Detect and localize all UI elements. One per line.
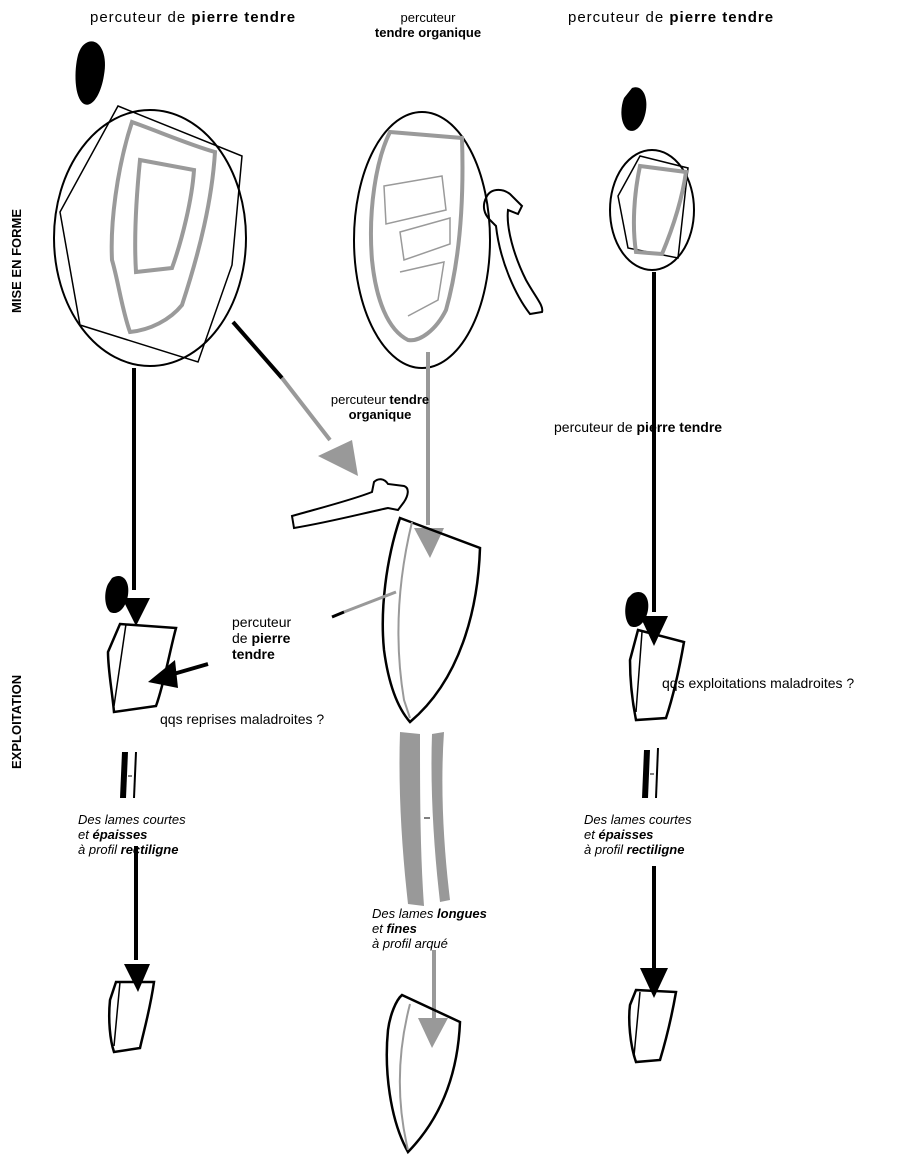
left-blade-1 <box>120 752 128 798</box>
result-right-l3pre: à profil <box>584 842 627 857</box>
result-left: Des lames courtes et épaisses à profil r… <box>78 812 186 857</box>
middle-core-ellipse <box>354 112 490 368</box>
phase-mise-en-forme: MISE EN FORME <box>9 203 25 313</box>
annotation-middle-percuteur: percuteur tendre organique <box>308 392 452 422</box>
result-left-line1: Des lames courtes <box>78 812 186 827</box>
annotation-left-pre2: de <box>232 630 251 646</box>
result-middle-l1bold: longues <box>437 906 487 921</box>
annotation-right-bold: pierre tendre <box>637 419 723 435</box>
header-middle: percuteur tendre organique <box>370 10 486 40</box>
right-core-outline <box>634 166 686 254</box>
header-right: percuteur de pierre tendre <box>568 10 774 25</box>
result-right-l2pre: et <box>584 827 598 842</box>
result-left-l2bold: épaisses <box>92 827 147 842</box>
left-reprises-arrowhead <box>148 660 178 688</box>
result-right-line1: Des lames courtes <box>584 812 692 827</box>
left-blade-2 <box>134 752 136 798</box>
right-arrowhead-2 <box>640 968 668 998</box>
result-right-l2bold: épaisses <box>598 827 653 842</box>
result-right: Des lames courtes et épaisses à profil r… <box>584 812 692 857</box>
header-right-pre: percuteur de <box>568 9 669 26</box>
annotation-middle-bold1: tendre <box>389 392 429 407</box>
header-middle-bold: tendre organique <box>375 25 481 40</box>
diagonal-arrow-black <box>233 322 282 378</box>
result-middle-line3: à profil arqué <box>372 936 487 951</box>
result-middle-l2bold: fines <box>386 921 416 936</box>
left-final-core <box>109 982 154 1052</box>
left-arrowhead-1 <box>122 598 150 626</box>
result-middle: Des lames longues et fines à profil arqu… <box>372 906 487 951</box>
result-right-l3bold: rectiligne <box>627 842 685 857</box>
annotation-right-percuteur: percuteur de pierre tendre <box>554 420 722 435</box>
result-middle-l2pre: et <box>372 921 386 936</box>
middle-core-outline <box>371 132 463 340</box>
right-hammerstone <box>621 87 646 131</box>
middle-exploited-core-grey <box>398 522 412 718</box>
result-left-l3pre: à profil <box>78 842 121 857</box>
middle-final-core-grey <box>400 1004 410 1150</box>
left-core-outer-outline <box>112 122 215 332</box>
right-core-edge <box>636 632 642 712</box>
header-left-pre: percuteur de <box>90 9 191 26</box>
middle-arrowhead-2 <box>418 1018 448 1048</box>
left-core-inner-outline <box>135 160 194 272</box>
result-left-l2pre: et <box>78 827 92 842</box>
annotation-middle-bold2: organique <box>349 407 412 422</box>
left-final-core-edge <box>114 982 120 1046</box>
middle-antler-tool-2 <box>292 479 408 528</box>
left-arrowhead-2 <box>124 964 150 992</box>
annotation-right-pre: percuteur de <box>554 419 637 435</box>
annotation-left-line1: percuteur <box>232 614 291 630</box>
right-blade-1 <box>642 750 650 798</box>
middle-core-scars <box>384 176 450 316</box>
header-right-bold: pierre tendre <box>669 9 774 26</box>
header-left: percuteur de pierre tendre <box>90 10 296 25</box>
left-hammerstone-2 <box>105 576 128 613</box>
right-blade-2 <box>656 748 658 798</box>
annotation-left-reprises: qqs reprises maladroites ? <box>160 712 324 727</box>
annotation-left-bold3: tendre <box>232 646 275 662</box>
header-middle-line1: percuteur <box>370 10 486 25</box>
result-middle-l1pre: Des lames <box>372 906 437 921</box>
annotation-right-exploitations: qqs exploitations maladroites ? <box>662 676 854 691</box>
header-left-bold: pierre tendre <box>191 9 296 26</box>
left-core-facets <box>60 106 242 362</box>
result-left-l3bold: rectiligne <box>121 842 179 857</box>
middle-percuteur-arrow-grey <box>344 592 396 612</box>
left-hammerstone <box>76 41 106 104</box>
annotation-left-percuteur: percuteur de pierre tendre <box>232 614 291 662</box>
annotation-left-bold2: pierre <box>251 630 290 646</box>
right-final-core-edge <box>634 992 640 1056</box>
middle-blade-1 <box>399 732 424 906</box>
middle-blade-2 <box>431 732 450 902</box>
middle-antler-tool <box>484 190 542 314</box>
middle-percuteur-arrow-black <box>332 612 344 617</box>
diagonal-arrowhead <box>318 440 358 476</box>
annotation-middle-pre: percuteur <box>331 392 390 407</box>
phase-exploitation: EXPLOITATION <box>9 663 25 769</box>
